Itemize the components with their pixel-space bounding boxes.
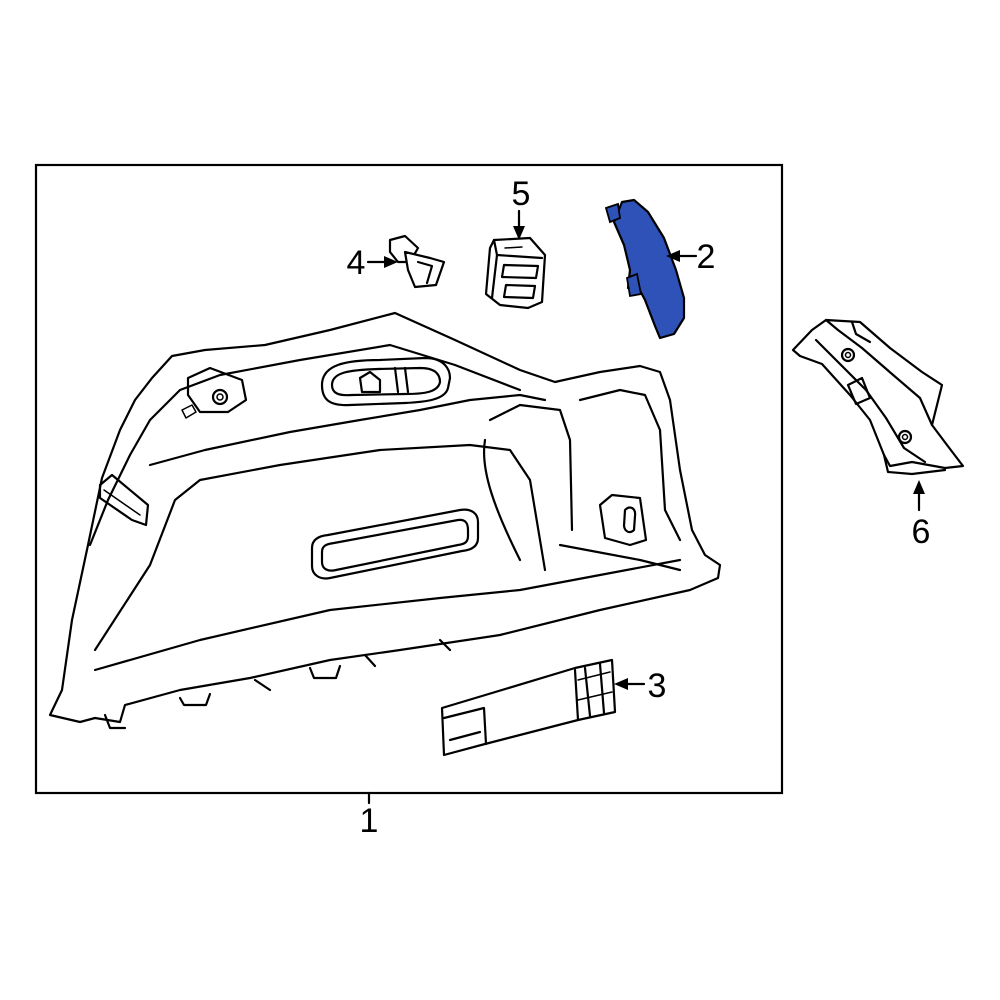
- part-5-switch[interactable]: [484, 236, 547, 310]
- part-1-quarter-trim-panel[interactable]: [48, 311, 722, 730]
- callout-1: 1: [360, 802, 379, 840]
- callout-3: 3: [648, 667, 667, 705]
- leader-arrow-3: [614, 678, 646, 690]
- callout-6: 6: [912, 513, 931, 551]
- part-6-upper-trim[interactable]: [791, 318, 965, 476]
- leader-arrow-6: [913, 480, 925, 512]
- callout-5: 5: [512, 175, 531, 213]
- part-2-cover[interactable]: [604, 198, 686, 340]
- leader-arrow-4: [366, 256, 398, 268]
- callout-2: 2: [697, 238, 716, 276]
- leader-arrow-2: [666, 250, 698, 262]
- part-4-clip[interactable]: [388, 234, 446, 289]
- leader-arrow-5: [513, 209, 525, 240]
- callout-4: 4: [347, 244, 366, 282]
- part-3-bracket[interactable]: [440, 658, 617, 757]
